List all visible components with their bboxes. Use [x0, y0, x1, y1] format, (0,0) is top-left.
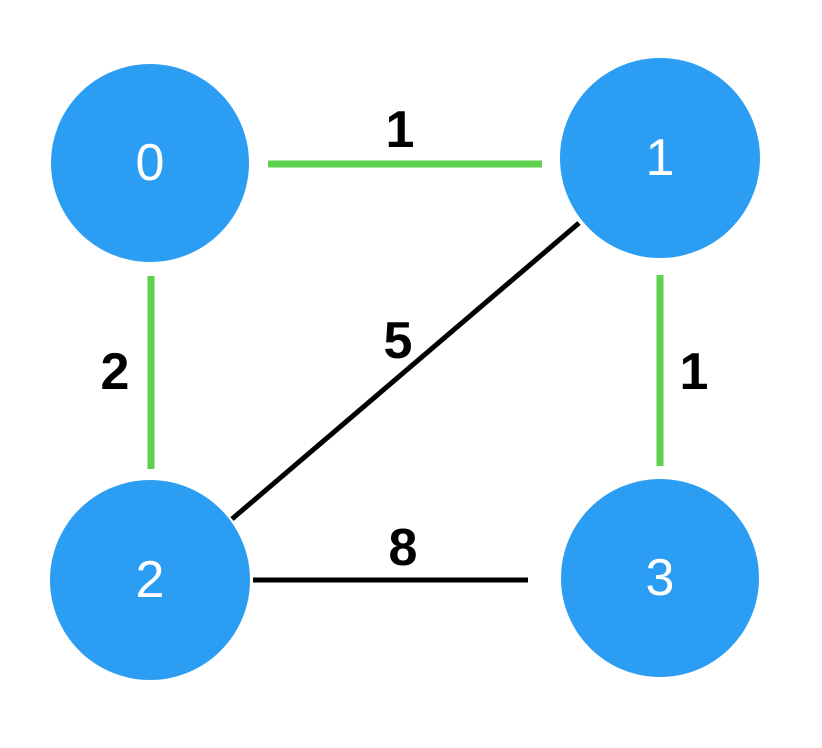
edge-weight-label-0-1: 1 — [386, 101, 415, 159]
node-0 — [51, 64, 249, 262]
node-2 — [50, 480, 250, 680]
nodes-layer: 0 1 2 3 — [50, 58, 760, 680]
edge-weights-layer: 1 2 1 5 8 — [101, 101, 709, 577]
node-label-0: 0 — [136, 134, 165, 192]
node-label-3: 3 — [646, 549, 675, 607]
edge-weight-label-0-2: 2 — [101, 343, 130, 401]
node-1 — [560, 58, 760, 258]
node-label-2: 2 — [136, 551, 165, 609]
edge-weight-label-1-3: 1 — [680, 343, 709, 401]
edge-1-2 — [230, 221, 581, 521]
edge-weight-label-1-2: 5 — [384, 312, 413, 370]
edge-weight-label-2-3: 8 — [389, 519, 418, 577]
edges-layer — [147, 160, 664, 583]
node-3 — [561, 479, 759, 677]
node-label-1: 1 — [646, 129, 675, 187]
